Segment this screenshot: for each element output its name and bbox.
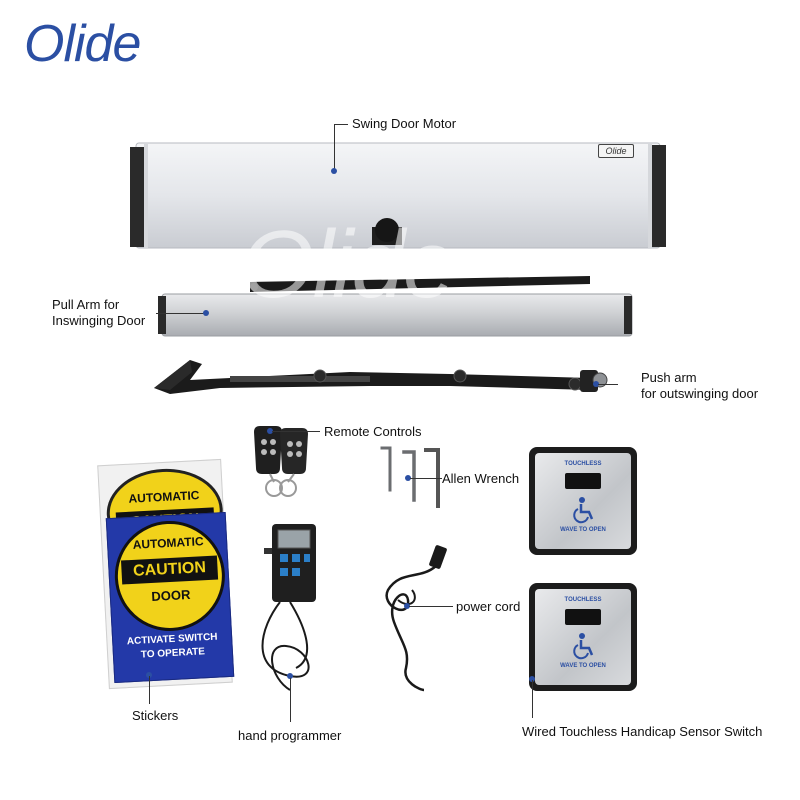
stickers-leader-line xyxy=(149,676,150,704)
remote-leader-line xyxy=(272,431,320,432)
motor-leader-tick xyxy=(334,124,348,125)
hand-programmer xyxy=(261,524,316,691)
sensor-switch-1: TOUCHLESS WAVE TO OPEN xyxy=(529,447,637,555)
sticker-front-circle: AUTOMATIC CAUTION DOOR xyxy=(112,518,228,634)
push-arm-label-line2: for outswinging door xyxy=(641,386,759,401)
allen-leader-line xyxy=(410,478,442,479)
motor-label: Swing Door Motor xyxy=(352,116,457,131)
sensor-switch-leader-line xyxy=(532,680,533,718)
allen-wrenches xyxy=(380,446,440,508)
sensor-switch-marker xyxy=(529,676,535,682)
sensor-switch-1-window xyxy=(565,473,601,489)
motor-brand-badge: Olide xyxy=(598,144,634,158)
stickers-label: Stickers xyxy=(132,708,179,723)
sticker-front-line5: TO OPERATE xyxy=(140,646,206,661)
sensor-switch-1-bottom-text: WAVE TO OPEN xyxy=(560,527,606,533)
sticker-back-line1: AUTOMATIC xyxy=(128,488,200,506)
sensor-switch-2-window xyxy=(565,609,601,625)
power-cord-leader-line xyxy=(409,606,453,607)
pull-arm xyxy=(158,276,633,337)
stickers-marker xyxy=(146,672,152,678)
power-cord-marker xyxy=(404,603,410,609)
pull-arm-label-line1: Pull Arm for xyxy=(52,297,120,312)
pull-arm-marker xyxy=(203,310,209,316)
remote-label: Remote Controls xyxy=(324,424,422,439)
allen-marker xyxy=(405,475,411,481)
brand-logo: Olide xyxy=(24,15,141,73)
motor-marker xyxy=(331,168,337,174)
remote-marker xyxy=(267,428,273,434)
programmer-label: hand programmer xyxy=(238,728,342,743)
sticker-front: AUTOMATIC CAUTION DOOR ACTIVATE SWITCH T… xyxy=(105,511,235,684)
sticker-front-line3: DOOR xyxy=(151,586,191,604)
wheelchair-icon xyxy=(573,497,594,524)
pull-arm-leader-line xyxy=(156,313,204,314)
push-arm-label-line1: Push arm xyxy=(641,370,697,385)
sensor-switch-2-bottom-text: WAVE TO OPEN xyxy=(560,663,606,669)
sensor-switch-2: TOUCHLESS WAVE TO OPEN xyxy=(529,583,637,691)
swing-door-motor xyxy=(130,142,666,249)
programmer-marker xyxy=(287,673,293,679)
sensor-switch-2-top-text: TOUCHLESS xyxy=(564,597,602,603)
push-arm xyxy=(154,360,608,394)
power-cord-label: power cord xyxy=(456,599,521,614)
sensor-switch-2-plate: TOUCHLESS WAVE TO OPEN xyxy=(535,589,631,685)
sensor-switch-1-top-text: TOUCHLESS xyxy=(564,461,602,467)
remote-controls xyxy=(254,426,308,497)
allen-label: Allen Wrench xyxy=(442,471,520,486)
push-arm-marker xyxy=(593,381,599,387)
wheelchair-icon xyxy=(573,633,594,660)
sticker-front-line1: AUTOMATIC xyxy=(132,534,204,552)
pull-arm-label-line2: Inswinging Door xyxy=(52,313,146,328)
sensor-switch-label: Wired Touchless Handicap Sensor Switch xyxy=(522,724,763,739)
power-cord xyxy=(385,545,447,692)
sticker-front-line2: CAUTION xyxy=(120,555,219,585)
sensor-switch-1-plate: TOUCHLESS WAVE TO OPEN xyxy=(535,453,631,549)
programmer-leader-line xyxy=(290,678,291,722)
motor-leader-line xyxy=(334,124,335,172)
watermark: Olide xyxy=(240,211,456,318)
push-arm-leader-line xyxy=(598,384,618,385)
